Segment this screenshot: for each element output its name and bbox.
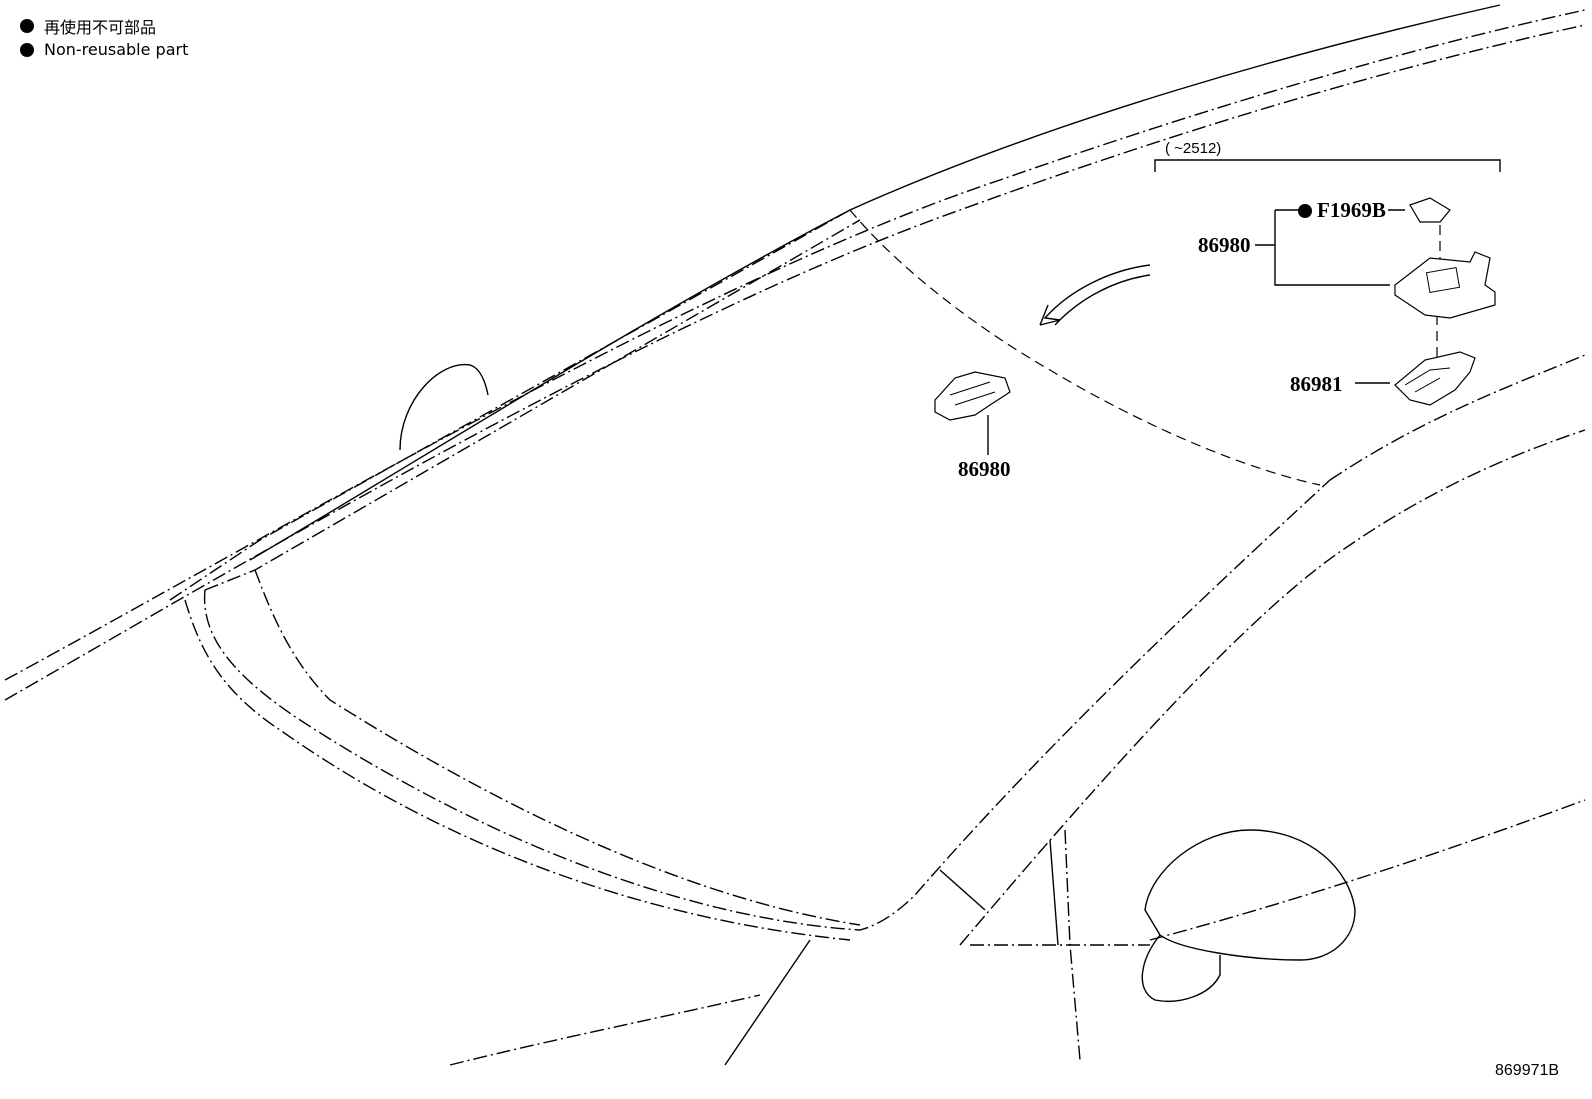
leader-86980-group [1255,209,1390,286]
door-vertical [1064,829,1081,1061]
windshield-left-inner [254,569,861,926]
direction-arrow [1039,264,1151,326]
diagram-id: 869971B [1495,1062,1560,1079]
cowl-line [939,869,986,911]
sensor-area-boundary [849,209,1321,486]
legend-text-en: Non-reusable part [44,40,189,59]
cover-detail [1404,367,1451,393]
label-86980-sensor: 86980 [958,457,1011,481]
door-vertical-2 [1049,839,1059,946]
legend-item-en: Non-reusable part [20,40,188,59]
label-86980-group: 86980 [1198,233,1251,257]
mirror-left [399,363,489,451]
hood-line [449,994,761,1066]
bullet-icon [20,42,34,57]
a-pillar-right [1329,354,1586,481]
roof-line-outer [4,9,1586,681]
legend-text-ja: 再使用不可部品 [44,18,157,37]
wiper-line [724,939,811,1066]
seal-callout-dot [1298,204,1312,218]
bracket-part [1394,251,1496,319]
sensor-detail [949,381,996,406]
label-seal: F1969B [1317,198,1386,222]
roof-line-inner [4,24,1586,701]
legend-item-ja: 再使用不可部品 [20,14,156,38]
bullet-icon [20,19,34,33]
windshield-bottom-cowl [184,599,851,941]
range-note: ( ~2512) [1165,140,1222,157]
windshield-left-edge [203,479,1331,931]
door-line [1149,799,1586,941]
side-mirror-base [1141,934,1221,1002]
roof-line-third [249,4,1501,561]
sensor-part [934,371,1011,421]
seal-part [1409,197,1451,223]
door-frame-upper [959,429,1586,946]
range-bracket [1154,159,1501,172]
windshield-top-edge [169,209,851,601]
label-86981: 86981 [1290,372,1343,396]
cover-part [1394,351,1476,406]
bracket-window [1425,266,1461,294]
side-mirror [1144,829,1356,961]
